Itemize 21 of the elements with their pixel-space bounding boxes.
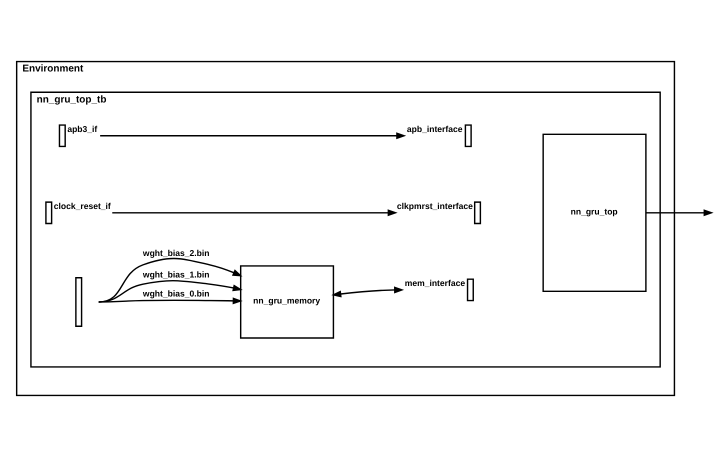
node-box: nn_gru_memory <box>240 264 334 338</box>
arrow <box>100 132 406 139</box>
node-label: apb3_if <box>67 123 98 134</box>
arrow <box>98 257 243 302</box>
node-box <box>58 124 66 147</box>
arrow <box>646 208 714 216</box>
node-label: mem_interface <box>404 278 466 288</box>
arrow <box>112 208 398 216</box>
node-box <box>474 200 482 224</box>
node-label: clock_reset_if <box>54 200 111 210</box>
node-box <box>75 276 82 326</box>
edge-label: wght_bias_1.bin <box>142 268 210 279</box>
node-box <box>464 124 472 147</box>
node-box <box>466 278 474 301</box>
edge-label: wght_bias_2.bin <box>142 248 210 258</box>
node-label: apb_interface <box>406 123 462 134</box>
node-box: nn_gru_top <box>542 133 647 292</box>
edge-label: wght_bias_0.bin <box>142 288 210 298</box>
node-box <box>45 200 52 224</box>
arrow <box>331 286 404 297</box>
node-label: clkpmrst_interface <box>396 200 473 210</box>
